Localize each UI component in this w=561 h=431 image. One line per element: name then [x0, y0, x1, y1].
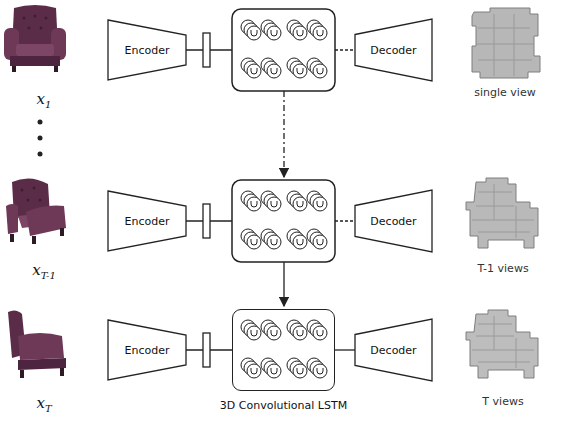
symbol-subscript: 1: [45, 99, 51, 110]
text-column: Decoder: [370, 44, 416, 57]
text-column: Decoder: [370, 215, 416, 228]
block-label: Encoder: [125, 344, 170, 357]
lstm-cell-grid: [241, 320, 327, 378]
trapezoid-shape: [108, 320, 186, 380]
text-column: Encoder: [125, 215, 170, 228]
ellipsis-dots: [38, 120, 43, 157]
trapezoid-shape: [108, 20, 186, 80]
lstm-box: [232, 9, 335, 91]
encoder-block: Encoder: [108, 191, 186, 251]
wire: [186, 50, 355, 306]
voxel-output-image: [466, 310, 538, 378]
connector-line: [335, 349, 355, 350]
block-label: Decoder: [370, 44, 416, 57]
block-label: Decoder: [370, 344, 416, 357]
symbol-base: x: [32, 261, 40, 279]
output-caption: single view: [474, 86, 535, 99]
input-symbol: x1: [37, 90, 52, 110]
symbol-base: x: [37, 90, 45, 108]
input-chair-image: [6, 178, 66, 244]
symbol-subscript: T: [45, 403, 52, 414]
trapezoid-shape: [108, 191, 186, 251]
block-label: Decoder: [370, 215, 416, 228]
output-caption: T-1 views: [477, 262, 528, 275]
trapezoid-shape: [355, 190, 432, 252]
lstm-cell-grid: [241, 20, 327, 78]
symbol-subscript: T-1: [41, 270, 56, 281]
encoder-block: Encoder: [108, 20, 186, 80]
decoder-block: Decoder: [355, 190, 432, 252]
voxel-output-image: [466, 178, 538, 248]
feature-vector-bar: [203, 33, 210, 367]
decoder-block: Decoder: [355, 319, 432, 381]
symbol-base: x: [36, 394, 44, 412]
lstm-box: 3D Convolutional LSTM: [232, 309, 335, 391]
encoder-block: Encoder: [108, 320, 186, 380]
input-symbol: xT: [36, 394, 51, 414]
trapezoid-shape: [355, 19, 432, 81]
label-wrap: 3D Convolutional LSTM: [220, 394, 347, 413]
trapezoid-shape: [355, 319, 432, 381]
input-chair-image: [4, 5, 66, 72]
lstm-box: [232, 180, 335, 262]
lstm-cell-grid: [241, 191, 327, 249]
output-caption: T views: [482, 395, 523, 408]
text-column: Decoder: [370, 344, 416, 357]
voxel-output-image: [472, 8, 540, 78]
input-chair-image: [8, 310, 66, 378]
module-label: 3D Convolutional LSTM: [220, 399, 347, 412]
block-label: Encoder: [125, 215, 170, 228]
decoder-block: Decoder: [355, 19, 432, 81]
block-label: Encoder: [125, 44, 170, 57]
text-column: Encoder: [125, 44, 170, 57]
input-symbol: xT-1: [32, 261, 56, 281]
text-column: Encoder: [125, 344, 170, 357]
